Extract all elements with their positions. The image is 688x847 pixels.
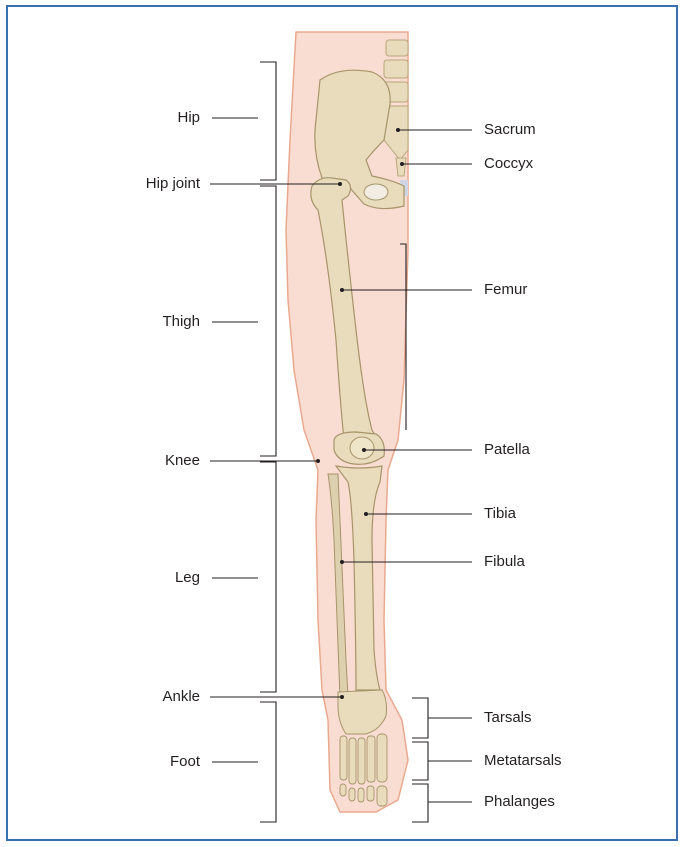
label-phalanges: Phalanges <box>484 793 555 811</box>
label-foot: Foot <box>130 753 200 771</box>
metatarsal-bones <box>340 734 387 784</box>
label-hip-joint: Hip joint <box>110 175 200 193</box>
label-tarsals: Tarsals <box>484 709 532 727</box>
label-tibia: Tibia <box>484 505 516 523</box>
label-knee: Knee <box>130 452 200 470</box>
label-leg: Leg <box>130 569 200 587</box>
label-patella: Patella <box>484 441 530 459</box>
label-fibula: Fibula <box>484 553 525 571</box>
label-sacrum: Sacrum <box>484 121 536 139</box>
label-coccyx: Coccyx <box>484 155 533 173</box>
patella-bone <box>350 437 374 459</box>
label-femur: Femur <box>484 281 527 299</box>
obturator-foramen <box>364 184 388 200</box>
label-hip: Hip <box>150 109 200 127</box>
label-metatarsals: Metatarsals <box>484 752 562 770</box>
label-thigh: Thigh <box>130 313 200 331</box>
label-ankle: Ankle <box>130 688 200 706</box>
left-brackets <box>260 62 276 822</box>
